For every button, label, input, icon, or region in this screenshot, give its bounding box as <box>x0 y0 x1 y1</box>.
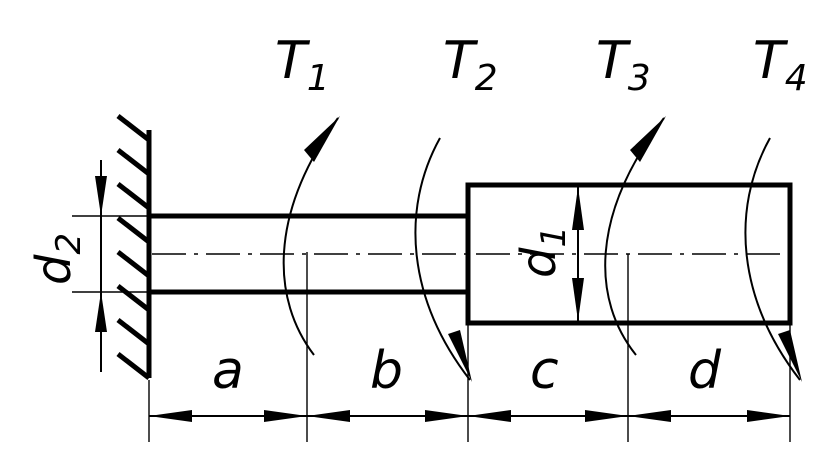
section-lines <box>148 252 791 442</box>
d2-arrow-bottom <box>95 292 107 332</box>
segment-label-b: b <box>370 341 403 401</box>
segment-label-a: a <box>212 341 244 401</box>
segment-label-c: c <box>530 341 559 401</box>
diameter-label-large: d1 <box>511 226 574 278</box>
torque-arrows <box>282 116 802 382</box>
svg-text:d2: d2 <box>26 233 89 285</box>
wall-hatching <box>116 114 151 380</box>
torque-labels: T1 T2 T3 T4 <box>275 31 808 99</box>
torque-label-2: T2 <box>443 31 498 99</box>
fixed-support <box>116 114 152 380</box>
segment-label-d: d <box>688 341 722 401</box>
torque-label-4: T4 <box>753 31 808 99</box>
torque-arrow-4 <box>744 137 801 381</box>
diameter-large-dimension <box>572 187 584 321</box>
d1-arrow-bottom <box>572 278 584 321</box>
diameter-label-small: d2 <box>26 233 89 285</box>
torque-arrow-2 <box>414 137 471 381</box>
d1-arrow-top <box>572 187 584 230</box>
torque-label-1: T1 <box>275 31 330 99</box>
d2-arrow-top <box>95 176 107 216</box>
length-dimensions <box>149 410 790 422</box>
diameter-small-dimension <box>72 160 150 372</box>
segment-labels: a b c d <box>212 341 722 401</box>
torque-label-3: T3 <box>596 31 651 99</box>
svg-text:d1: d1 <box>511 226 574 278</box>
